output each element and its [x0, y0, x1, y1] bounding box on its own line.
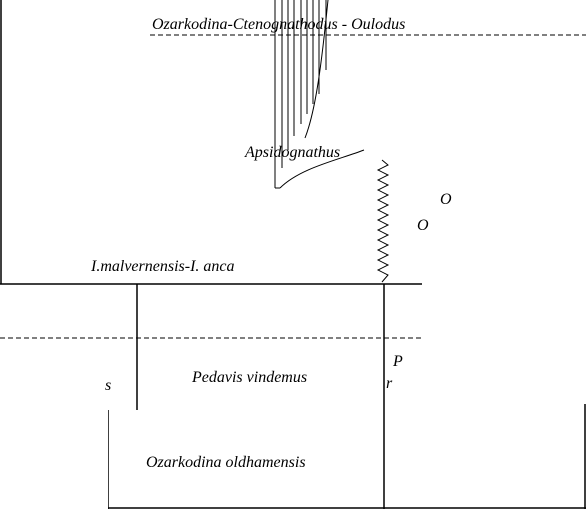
- taxon-label-apsidognathus: Apsidognathus: [244, 144, 340, 161]
- zone-label-top: Ozarkodina-Ctenognathodus - Oulodus: [152, 16, 405, 33]
- taxon-range-bars: [274, 0, 365, 189]
- range-envelope-lower: [279, 149, 365, 189]
- zone-label-malvernensis: I.malvernensis-I. anca: [90, 258, 235, 275]
- label-fragment-right-low: P: [392, 353, 403, 370]
- mask-left: [0, 356, 108, 509]
- label-fragment-left-low: s: [105, 377, 111, 394]
- unconformity-zigzag: [376, 159, 390, 283]
- zone-label-oldhamensis: Ozarkodina oldhamensis: [146, 454, 306, 471]
- label-fragment-right-mid: O: [417, 217, 429, 234]
- range-envelope-upper: [304, 0, 329, 139]
- mask-right: [422, 185, 586, 404]
- label-fragment-right-upper: O: [440, 191, 452, 208]
- label-fragment-right-low2: r: [386, 375, 393, 392]
- zone-label-pedavis: Pedavis vindemus: [191, 369, 307, 386]
